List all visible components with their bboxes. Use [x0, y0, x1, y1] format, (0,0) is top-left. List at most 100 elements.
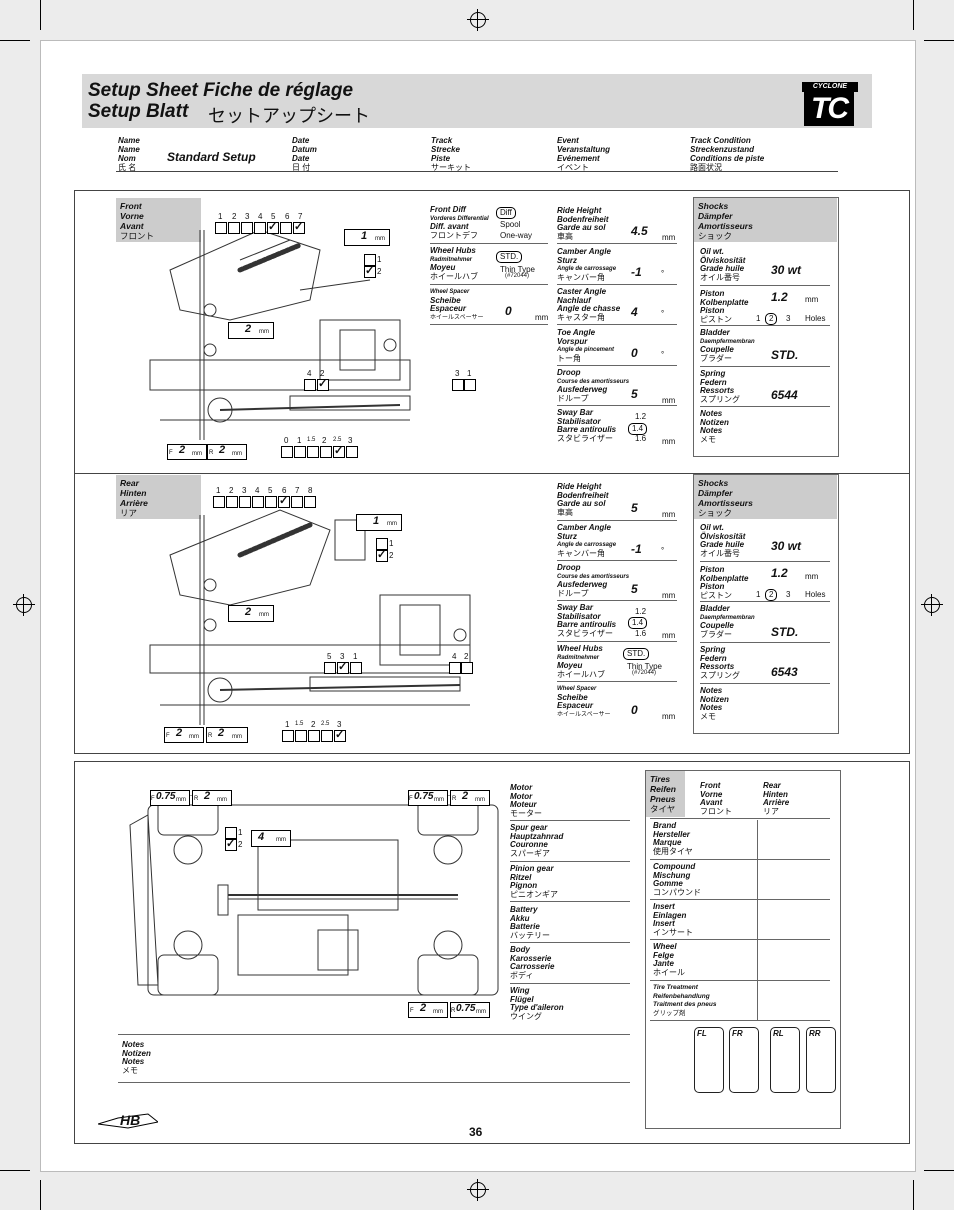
- front-pos-checkbox[interactable]: [464, 379, 476, 391]
- piston-hole-option[interactable]: 3: [786, 590, 791, 599]
- hole-checkbox[interactable]: [304, 496, 316, 508]
- hub-option[interactable]: Thin Type: [627, 662, 662, 671]
- tire-rr[interactable]: RR: [806, 1027, 836, 1093]
- tire-fr[interactable]: FR: [729, 1027, 759, 1093]
- rear-pos-checkbox[interactable]: [350, 662, 362, 674]
- sway-option-selected[interactable]: 1.4: [628, 423, 648, 435]
- mesh-front-f-box[interactable]: F 0.75 mm: [150, 790, 190, 806]
- divider: [557, 600, 677, 601]
- sway-option[interactable]: 1.2: [635, 607, 647, 616]
- front-camber-value[interactable]: -1: [631, 265, 642, 279]
- rear-pos-checkbox[interactable]: [461, 662, 473, 674]
- mesh-front-r-box[interactable]: R 2 mm: [192, 790, 232, 806]
- front-spacer-value[interactable]: 0: [505, 304, 512, 318]
- piston-hole-option[interactable]: 1: [756, 590, 761, 599]
- mesh-rear-f-box[interactable]: F 0.75 mm: [408, 790, 448, 806]
- front-bladder-value[interactable]: STD.: [771, 348, 799, 362]
- front-droop-value[interactable]: 5: [631, 387, 638, 401]
- piston-hole-selected[interactable]: 2: [765, 313, 778, 325]
- rear-f-box[interactable]: F 2 mm: [164, 727, 204, 743]
- sway-option[interactable]: 1.6: [635, 434, 647, 443]
- front-toe-value[interactable]: 0: [631, 346, 638, 360]
- hole-checkbox[interactable]: [265, 496, 277, 508]
- shim-checkbox-checked[interactable]: [333, 444, 345, 458]
- rear-bladder-value[interactable]: STD.: [771, 625, 799, 639]
- rear-oil-value[interactable]: 30 wt: [771, 539, 802, 553]
- front-caster-value[interactable]: 4: [631, 305, 638, 319]
- hole-checkbox-checked[interactable]: [267, 220, 279, 234]
- name-value[interactable]: Standard Setup: [167, 150, 256, 164]
- rear-ride-height-value[interactable]: 5: [631, 501, 638, 515]
- rear-camber-value[interactable]: -1: [631, 542, 642, 556]
- front-f-box[interactable]: F 2 mm: [167, 444, 207, 460]
- rear-droop-value[interactable]: 5: [631, 582, 638, 596]
- piston-hole-option[interactable]: 1: [756, 314, 761, 323]
- shim-checkbox[interactable]: [321, 730, 333, 742]
- mesh-rear-r-box[interactable]: R 2 mm: [450, 790, 490, 806]
- sway-option-selected[interactable]: 1.4: [628, 617, 648, 629]
- shim-checkbox[interactable]: [307, 446, 319, 458]
- hole-checkbox-checked[interactable]: [293, 220, 305, 234]
- front-lower-shim-box[interactable]: 2 mm: [228, 322, 274, 339]
- front-camber-link-box[interactable]: 1 mm: [344, 229, 390, 246]
- front-piston-value[interactable]: 1.2: [771, 290, 788, 304]
- mesh-bottom-r-box[interactable]: R 0.75 mm: [450, 1002, 490, 1018]
- mesh-bottom-f-box[interactable]: F 2 mm: [408, 1002, 448, 1018]
- divider: [557, 560, 677, 561]
- shim-checkbox[interactable]: [281, 446, 293, 458]
- diff-option[interactable]: One-way: [500, 231, 533, 240]
- rear-pos-checkbox-checked[interactable]: [337, 660, 349, 674]
- belt-tension-box[interactable]: 4 mm: [251, 830, 291, 847]
- diff-option-selected[interactable]: Diff: [496, 207, 516, 219]
- rear-pos-checkbox[interactable]: [324, 662, 336, 674]
- rear-camber-link-box[interactable]: 1 mm: [356, 514, 402, 531]
- divider: [510, 983, 630, 984]
- hole-checkbox[interactable]: [239, 496, 251, 508]
- rear-toe-option-2-checked[interactable]: [376, 548, 388, 562]
- front-spring-value[interactable]: 6544: [771, 388, 798, 402]
- hole-checkbox[interactable]: [252, 496, 264, 508]
- tire-rl[interactable]: RL: [770, 1027, 800, 1093]
- shim-checkbox[interactable]: [295, 730, 307, 742]
- shim-checkbox[interactable]: [294, 446, 306, 458]
- hole-checkbox[interactable]: [215, 222, 227, 234]
- front-pos-checkbox-checked[interactable]: [317, 377, 329, 391]
- hub-option-selected[interactable]: STD.: [623, 648, 650, 660]
- front-oil-value[interactable]: 30 wt: [771, 263, 802, 277]
- hub-option[interactable]: Thin Type: [500, 265, 535, 274]
- hole-checkbox[interactable]: [241, 222, 253, 234]
- piston-hole-option[interactable]: 3: [786, 314, 791, 323]
- belt-option-2-checked[interactable]: [225, 837, 237, 851]
- front-pos-checkbox[interactable]: [452, 379, 464, 391]
- hole-checkbox[interactable]: [228, 222, 240, 234]
- rear-lower-shim-box[interactable]: 2 mm: [228, 605, 274, 622]
- piston-hole-selected[interactable]: 2: [765, 589, 778, 601]
- front-ride-height-value[interactable]: 4.5: [631, 224, 648, 238]
- hole-checkbox-checked[interactable]: [278, 494, 290, 508]
- front-r-box[interactable]: R 2 mm: [207, 444, 247, 460]
- hole-checkbox[interactable]: [280, 222, 292, 234]
- shim-checkbox-checked[interactable]: [334, 728, 346, 742]
- hole-checkbox[interactable]: [226, 496, 238, 508]
- front-toe-option-2-checked[interactable]: [364, 264, 376, 278]
- rear-r-box[interactable]: R 2 mm: [206, 727, 248, 743]
- rear-piston-value[interactable]: 1.2: [771, 566, 788, 580]
- hole-checkbox[interactable]: [213, 496, 225, 508]
- tire-fl[interactable]: FL: [694, 1027, 724, 1093]
- rear-spacer-value[interactable]: 0: [631, 703, 638, 717]
- rear-pos-checkbox[interactable]: [449, 662, 461, 674]
- hole-checkbox[interactable]: [291, 496, 303, 508]
- diff-option[interactable]: Spool: [500, 220, 521, 229]
- front-pos-checkbox[interactable]: [304, 379, 316, 391]
- shim-checkbox[interactable]: [320, 446, 332, 458]
- shim-checkbox[interactable]: [308, 730, 320, 742]
- shim-checkbox[interactable]: [282, 730, 294, 742]
- hole-checkbox[interactable]: [254, 222, 266, 234]
- shim-checkbox[interactable]: [346, 446, 358, 458]
- sway-option[interactable]: 1.2: [635, 412, 647, 421]
- rear-spring-value[interactable]: 6543: [771, 665, 798, 679]
- sway-option[interactable]: 1.6: [635, 629, 647, 638]
- hub-option-selected[interactable]: STD.: [496, 251, 523, 263]
